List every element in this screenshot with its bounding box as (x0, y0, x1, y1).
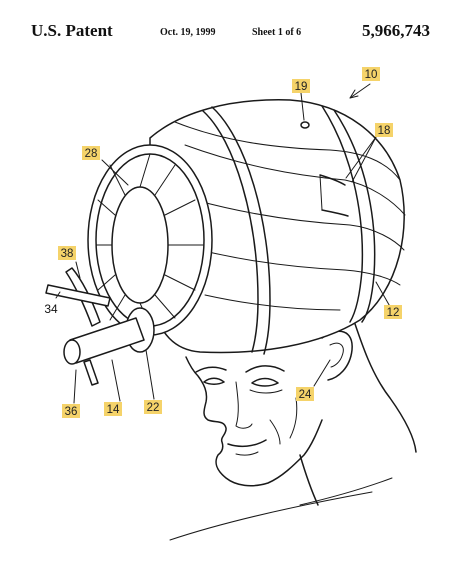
hoop-front (202, 110, 259, 353)
svg-text:12: 12 (387, 307, 400, 319)
spigot-drawing (45, 267, 155, 386)
ref-36: 36 (62, 404, 80, 418)
mouth (227, 439, 267, 448)
svg-text:34: 34 (44, 302, 58, 316)
head-back-outline (351, 314, 417, 453)
inner-disc (111, 186, 169, 304)
ref-19: 19 (292, 79, 310, 93)
svg-text:28: 28 (85, 148, 98, 160)
ref-24: 24 (296, 387, 314, 401)
barrel-head-segments (95, 153, 204, 327)
hoop-rear (321, 105, 364, 323)
ref-34: 34 (44, 302, 58, 316)
barrel-body (149, 99, 405, 354)
ref-38: 38 (58, 246, 76, 260)
leader-lines (55, 83, 393, 404)
svg-text:38: 38 (61, 248, 74, 260)
svg-text:18: 18 (378, 125, 391, 137)
left-eyebrow (195, 366, 227, 373)
sheet-number: Sheet 1 of 6 (252, 27, 302, 38)
patent-number: 5,966,743 (362, 21, 430, 40)
patent-title: U.S. Patent (31, 21, 113, 40)
nose (235, 381, 253, 429)
right-eyebrow (245, 365, 285, 373)
barrel-drawing (87, 99, 406, 355)
collar-line (169, 491, 373, 541)
svg-text:36: 36 (65, 406, 78, 418)
ref-12: 12 (384, 305, 402, 319)
ref-10: 10 (362, 67, 380, 81)
svg-text:10: 10 (365, 69, 378, 81)
ref-14: 14 (104, 402, 122, 416)
svg-text:24: 24 (299, 389, 312, 401)
ref-22: 22 (144, 400, 162, 414)
right-eye (251, 377, 279, 387)
svg-text:22: 22 (147, 402, 160, 414)
tap-outlet (83, 359, 99, 386)
bung-hole (300, 121, 310, 129)
spigot-tube (69, 317, 145, 364)
ear (321, 330, 353, 381)
left-eye (203, 377, 225, 385)
ref-18: 18 (375, 123, 393, 137)
tap-crossbar (45, 284, 111, 307)
patent-date: Oct. 19, 1999 (160, 27, 216, 38)
ref-28: 28 (82, 146, 100, 160)
svg-text:14: 14 (107, 404, 120, 416)
barrel-opening (319, 174, 346, 186)
neck-outline (299, 454, 319, 506)
svg-text:19: 19 (295, 81, 308, 93)
face-outline (185, 356, 323, 487)
